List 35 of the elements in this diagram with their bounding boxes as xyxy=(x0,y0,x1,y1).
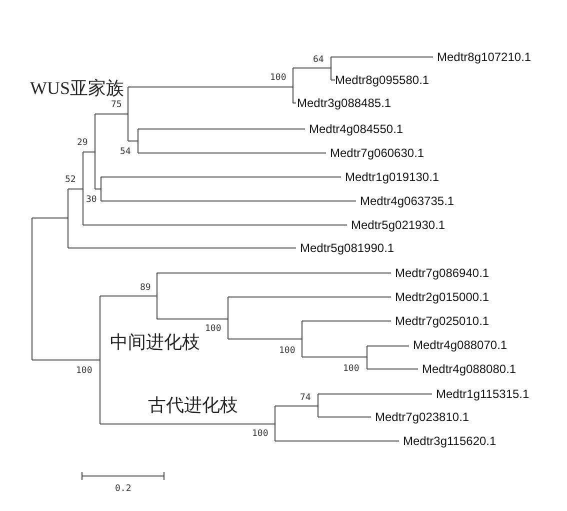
bootstrap-value: 29 xyxy=(77,138,88,148)
leaf-label: Medtr8g095580.1 xyxy=(335,73,430,87)
bootstrap-value: 100 xyxy=(343,364,360,374)
leaf-label: Medtr1g019130.1 xyxy=(345,170,440,184)
bootstrap-value: 64 xyxy=(313,55,324,65)
bootstrap-value: 100 xyxy=(76,366,92,376)
leaf-label: Medtr7g023810.1 xyxy=(375,410,470,424)
leaf-label: Medtr5g081990.1 xyxy=(300,241,394,255)
leaf-label: Medtr8g107210.1 xyxy=(437,50,532,64)
leaf-label: Medtr3g115620.1 xyxy=(403,434,496,448)
leaf-label: Medtr4g063735.1 xyxy=(360,194,454,208)
leaf-label: Medtr4g084550.1 xyxy=(309,122,404,136)
leaf-label: Medtr4g088080.1 xyxy=(422,362,516,376)
leaf-label: Medtr2g015000.1 xyxy=(395,290,490,304)
leaf-label: Medtr7g025010.1 xyxy=(395,314,490,328)
leaf-label: Medtr4g088070.1 xyxy=(413,338,508,352)
bootstrap-value: 54 xyxy=(120,147,131,157)
leaf-label: Medtr7g060630.1 xyxy=(330,146,424,160)
bootstrap-value: 75 xyxy=(111,100,122,110)
leaf-label: Medtr3g088485.1 xyxy=(297,96,392,110)
bootstrap-value: 100 xyxy=(252,429,268,439)
clade-label: 中间进化枝 xyxy=(110,332,200,352)
bootstrap-value: 89 xyxy=(140,283,151,293)
clade-label: 古代进化枝 xyxy=(148,395,238,415)
clade-label: WUS亚家族 xyxy=(30,78,124,98)
scale-value: 0.2 xyxy=(115,484,132,494)
bootstrap-value: 74 xyxy=(300,393,311,403)
bootstrap-value: 30 xyxy=(86,195,97,205)
bootstrap-value: 100 xyxy=(279,346,296,356)
bootstrap-value: 52 xyxy=(65,175,76,185)
bootstrap-value: 100 xyxy=(270,73,286,83)
leaf-label: Medtr7g086940.1 xyxy=(395,266,490,280)
leaf-label: Medtr1g115315.1 xyxy=(436,387,530,401)
bootstrap-value: 100 xyxy=(205,324,222,334)
leaf-label: Medtr5g021930.1 xyxy=(351,218,446,232)
